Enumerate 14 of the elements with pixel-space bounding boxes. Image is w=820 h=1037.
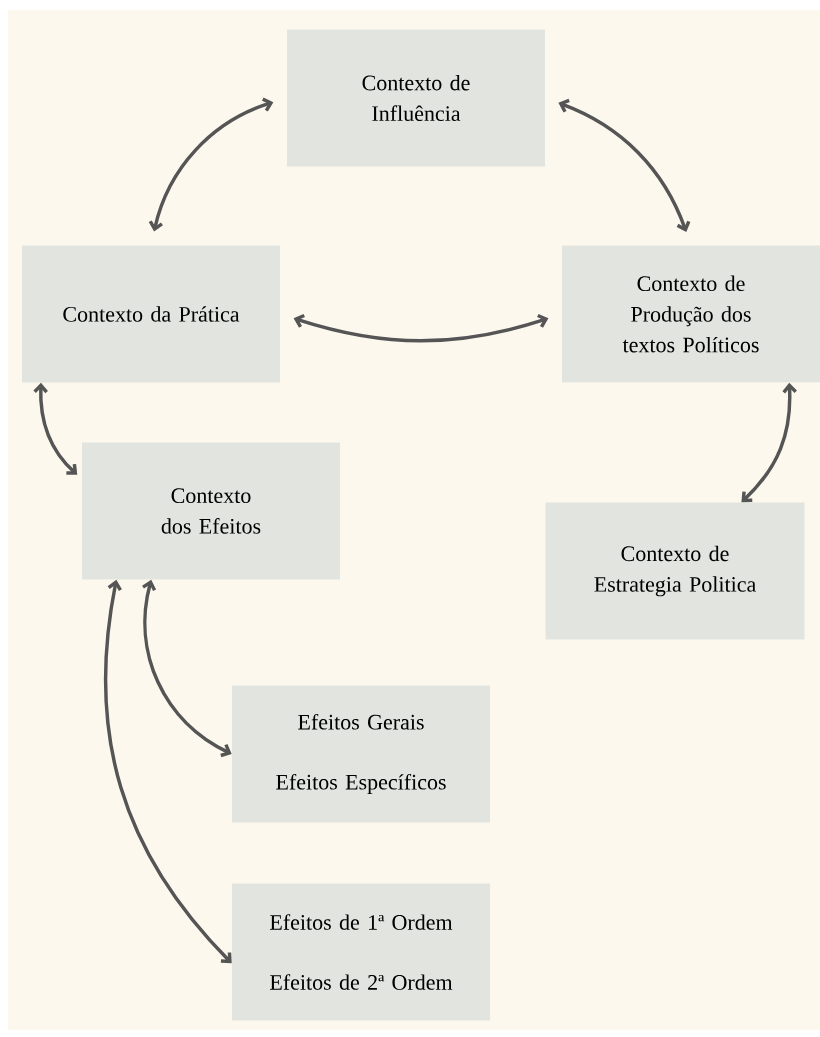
- arrow: [293, 313, 549, 343]
- arrow: [558, 98, 691, 233]
- text-box: Contexto dos Efeitos: [82, 442, 340, 580]
- arrow: [33, 382, 78, 475]
- text-box: Contexto da Prática: [22, 245, 280, 383]
- arrow: [103, 579, 232, 964]
- text-box: Contexto de Influência: [287, 29, 545, 167]
- arrow: [148, 97, 274, 232]
- arrow: [142, 579, 232, 758]
- arrow: [741, 382, 797, 503]
- text-box: Efeitos Gerais Efeitos Específicos: [232, 685, 490, 823]
- text-box: Efeitos de 1ª Ordem Efeitos de 2ª Ordem: [232, 883, 490, 1021]
- text-box: Contexto de Estrategia Politica: [545, 502, 805, 640]
- text-box: Contexto de Produção dos textos Políticos: [562, 245, 820, 383]
